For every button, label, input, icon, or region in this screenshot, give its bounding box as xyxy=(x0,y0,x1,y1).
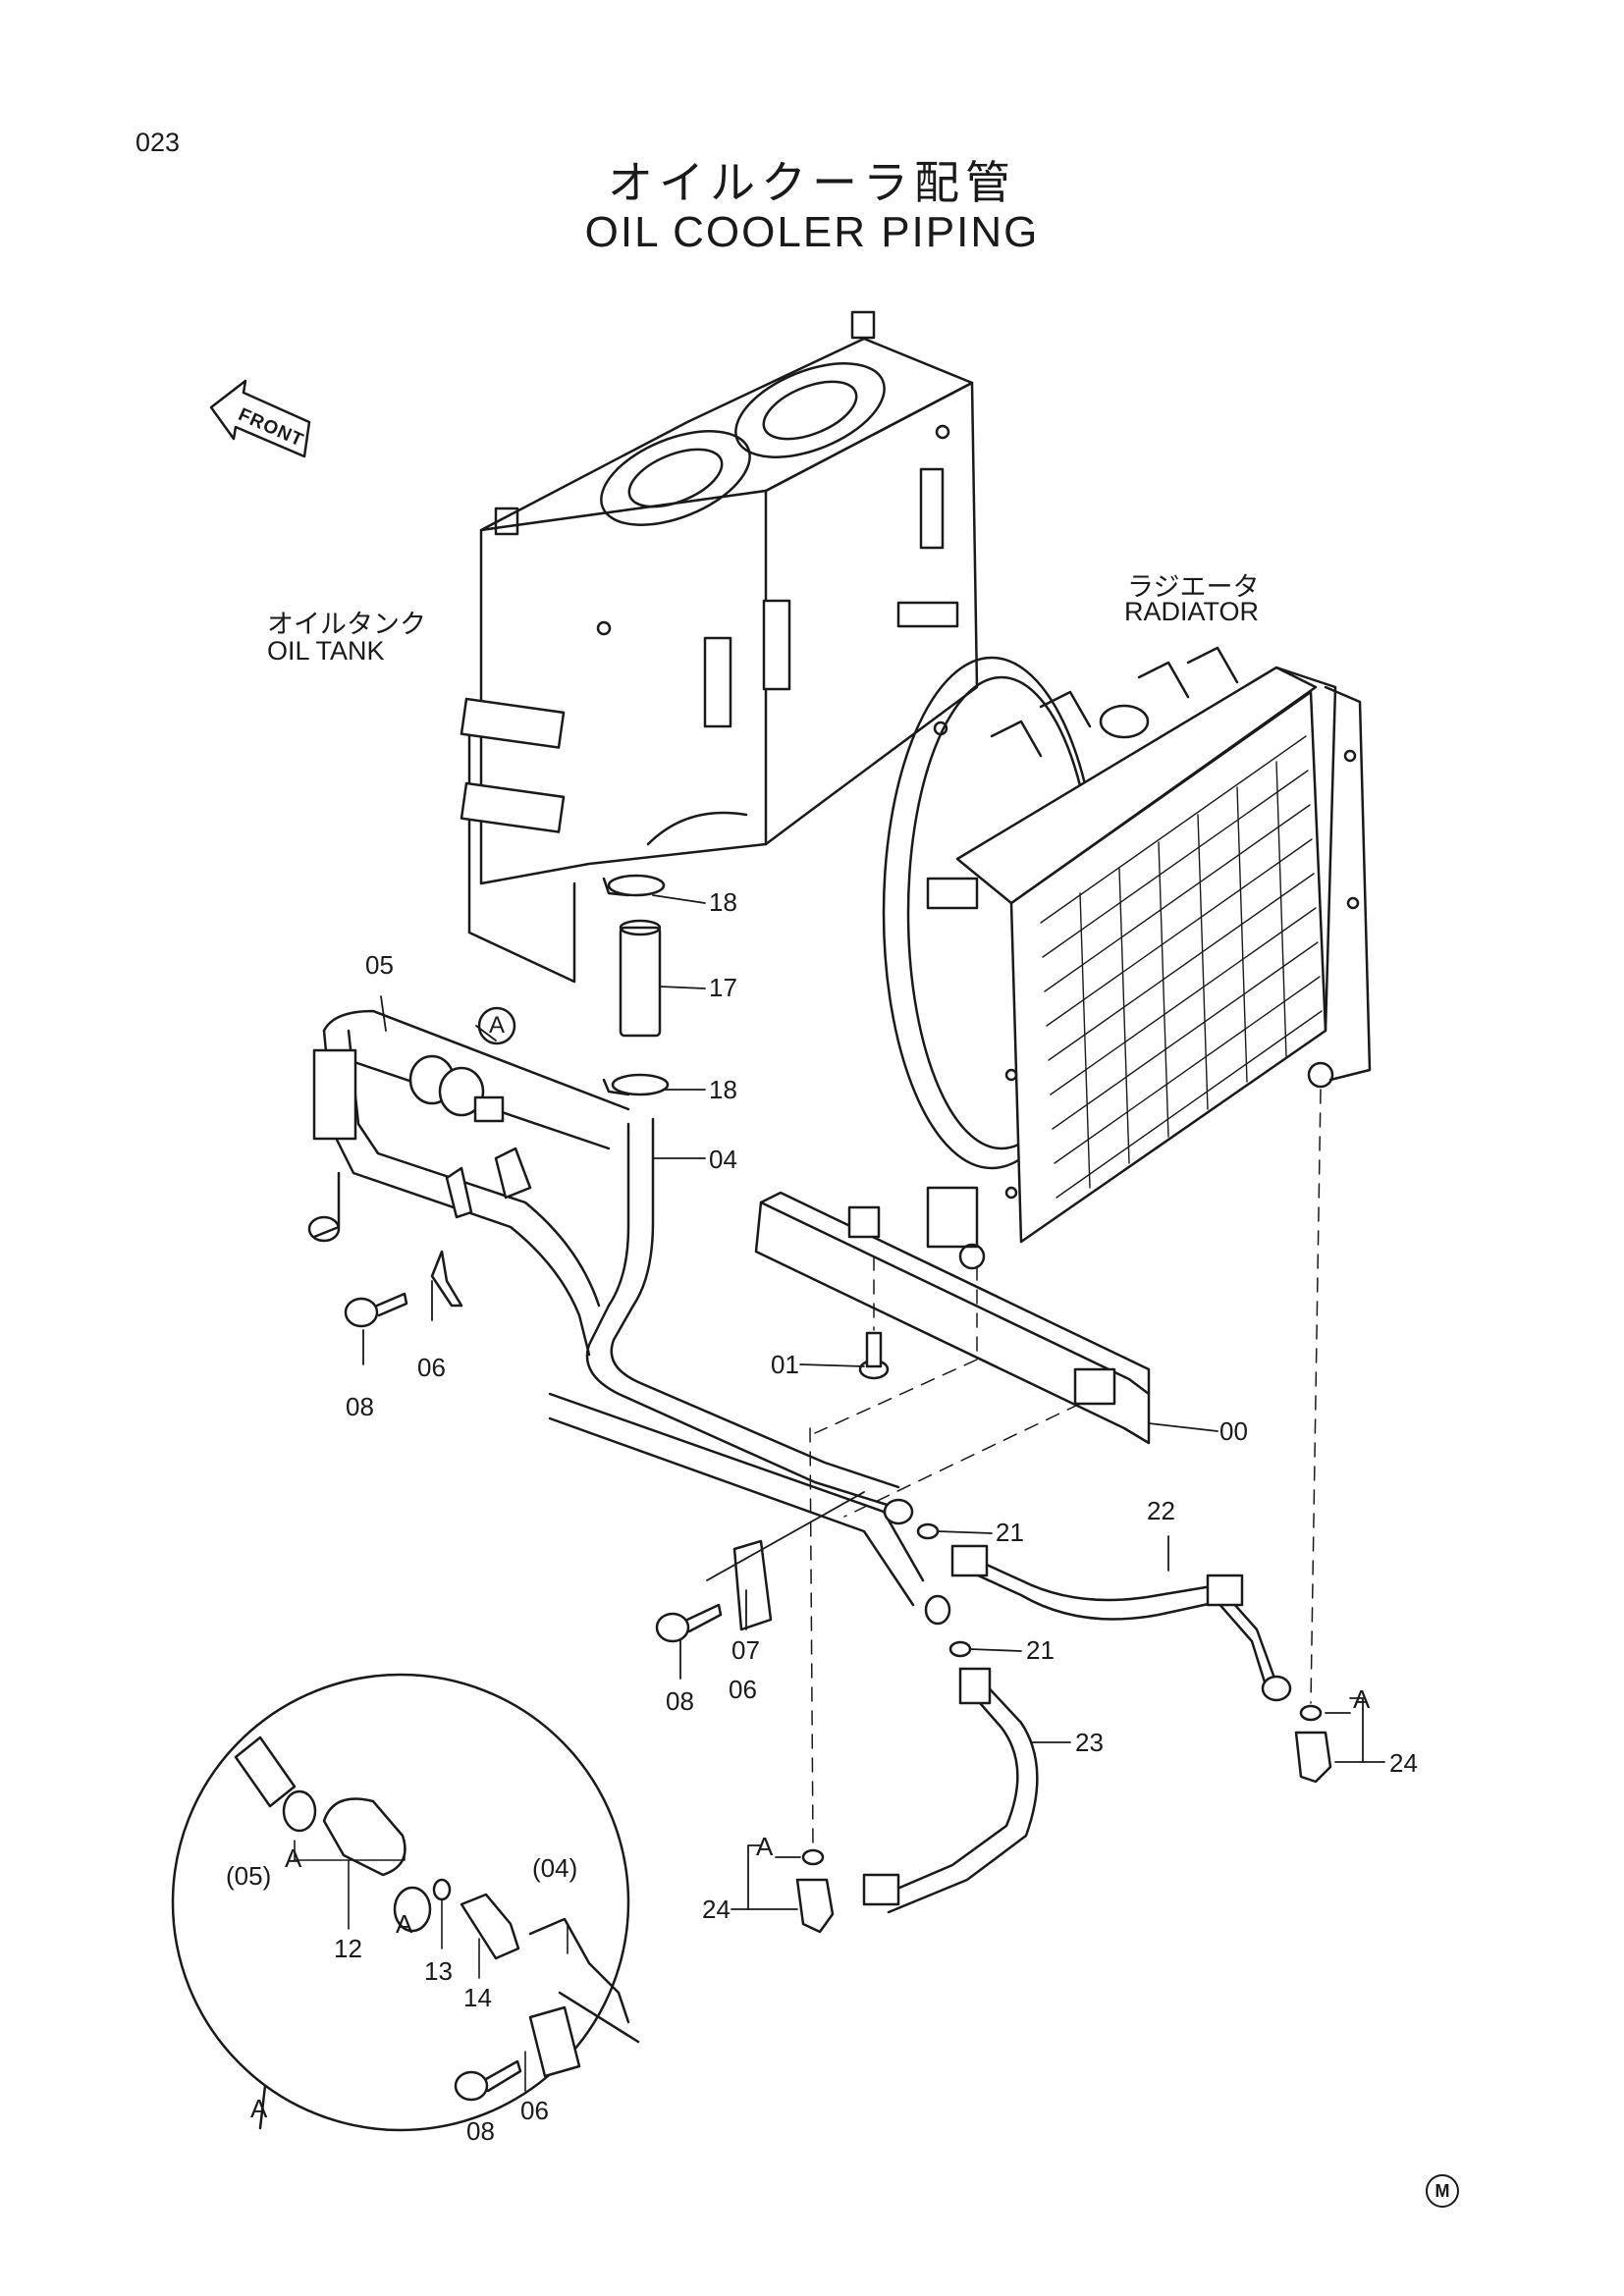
callout-part-21-upper: 21 xyxy=(996,1518,1024,1547)
callout-part-00: 00 xyxy=(1219,1416,1248,1446)
leader-lines xyxy=(362,894,1385,1910)
radiator-label-english: RADIATOR xyxy=(1124,597,1260,626)
callout-a-circle-icon xyxy=(477,1006,516,1045)
callout-part-01: 01 xyxy=(771,1350,799,1379)
callout-part-18-lower: 18 xyxy=(709,1075,737,1104)
detail-view-a-drawing xyxy=(171,1673,640,2132)
footer-mark: M xyxy=(1426,2174,1459,2208)
callout-part-18-upper: 18 xyxy=(709,887,737,917)
reference-lines xyxy=(809,1089,1322,1846)
callout-part-23: 23 xyxy=(1075,1728,1104,1757)
detail-callout-a-right: A xyxy=(396,1909,413,1939)
detail-callout-a-left: A xyxy=(285,1843,302,1873)
detail-callout-13: 13 xyxy=(424,1956,453,1986)
callout-part-07: 07 xyxy=(731,1635,760,1665)
callout-ref-a-right: A xyxy=(1353,1684,1371,1714)
radiator-drawing xyxy=(882,646,1372,1270)
detail-callout-06: 06 xyxy=(520,2096,549,2125)
page-number: 023 xyxy=(135,128,181,157)
callout-part-17: 17 xyxy=(709,973,737,1002)
oil-tank-drawing xyxy=(460,310,979,984)
callout-part-06: 06 xyxy=(417,1353,446,1382)
detail-callout-12: 12 xyxy=(334,1934,362,1963)
bolts-drawing xyxy=(344,1292,890,1643)
hose-and-clamps-drawing xyxy=(602,874,670,1096)
detail-callout-05: (05) xyxy=(226,1861,272,1891)
oil-pipes-drawing xyxy=(307,1009,951,1626)
callout-part-22: 22 xyxy=(1147,1496,1175,1525)
page-title-japanese: オイルクーラ配管 xyxy=(608,156,1016,209)
callout-part-08-lower: 08 xyxy=(666,1686,694,1716)
callout-part-04: 04 xyxy=(709,1145,737,1174)
callout-part-24-right: 24 xyxy=(1389,1748,1418,1778)
callout-part-24-left: 24 xyxy=(702,1895,731,1924)
callout-part-21-lower: 21 xyxy=(1026,1635,1055,1665)
detail-callout-08: 08 xyxy=(466,2116,495,2146)
page-title-english: OIL COOLER PIPING xyxy=(584,208,1040,256)
callout-detail-a-marker: A xyxy=(489,1012,506,1039)
front-arrow-icon xyxy=(209,379,311,458)
callout-part-05: 05 xyxy=(365,950,394,980)
detail-callout-04: (04) xyxy=(532,1853,578,1883)
detail-callout-14: 14 xyxy=(463,1983,492,2012)
support-frame-drawing xyxy=(754,1191,1151,1445)
oil-tank-label-japanese: オイルタンク xyxy=(267,610,426,639)
oil-tank-label-english: OIL TANK xyxy=(267,636,385,666)
callout-part-06-lower: 06 xyxy=(729,1675,757,1704)
hoses-drawing xyxy=(795,1522,1332,1934)
callout-ref-a-left: A xyxy=(756,1832,774,1861)
callout-part-08: 08 xyxy=(346,1392,374,1421)
detail-view-label: A xyxy=(250,2094,268,2123)
radiator-label-japanese: ラジエータ xyxy=(1127,572,1260,602)
